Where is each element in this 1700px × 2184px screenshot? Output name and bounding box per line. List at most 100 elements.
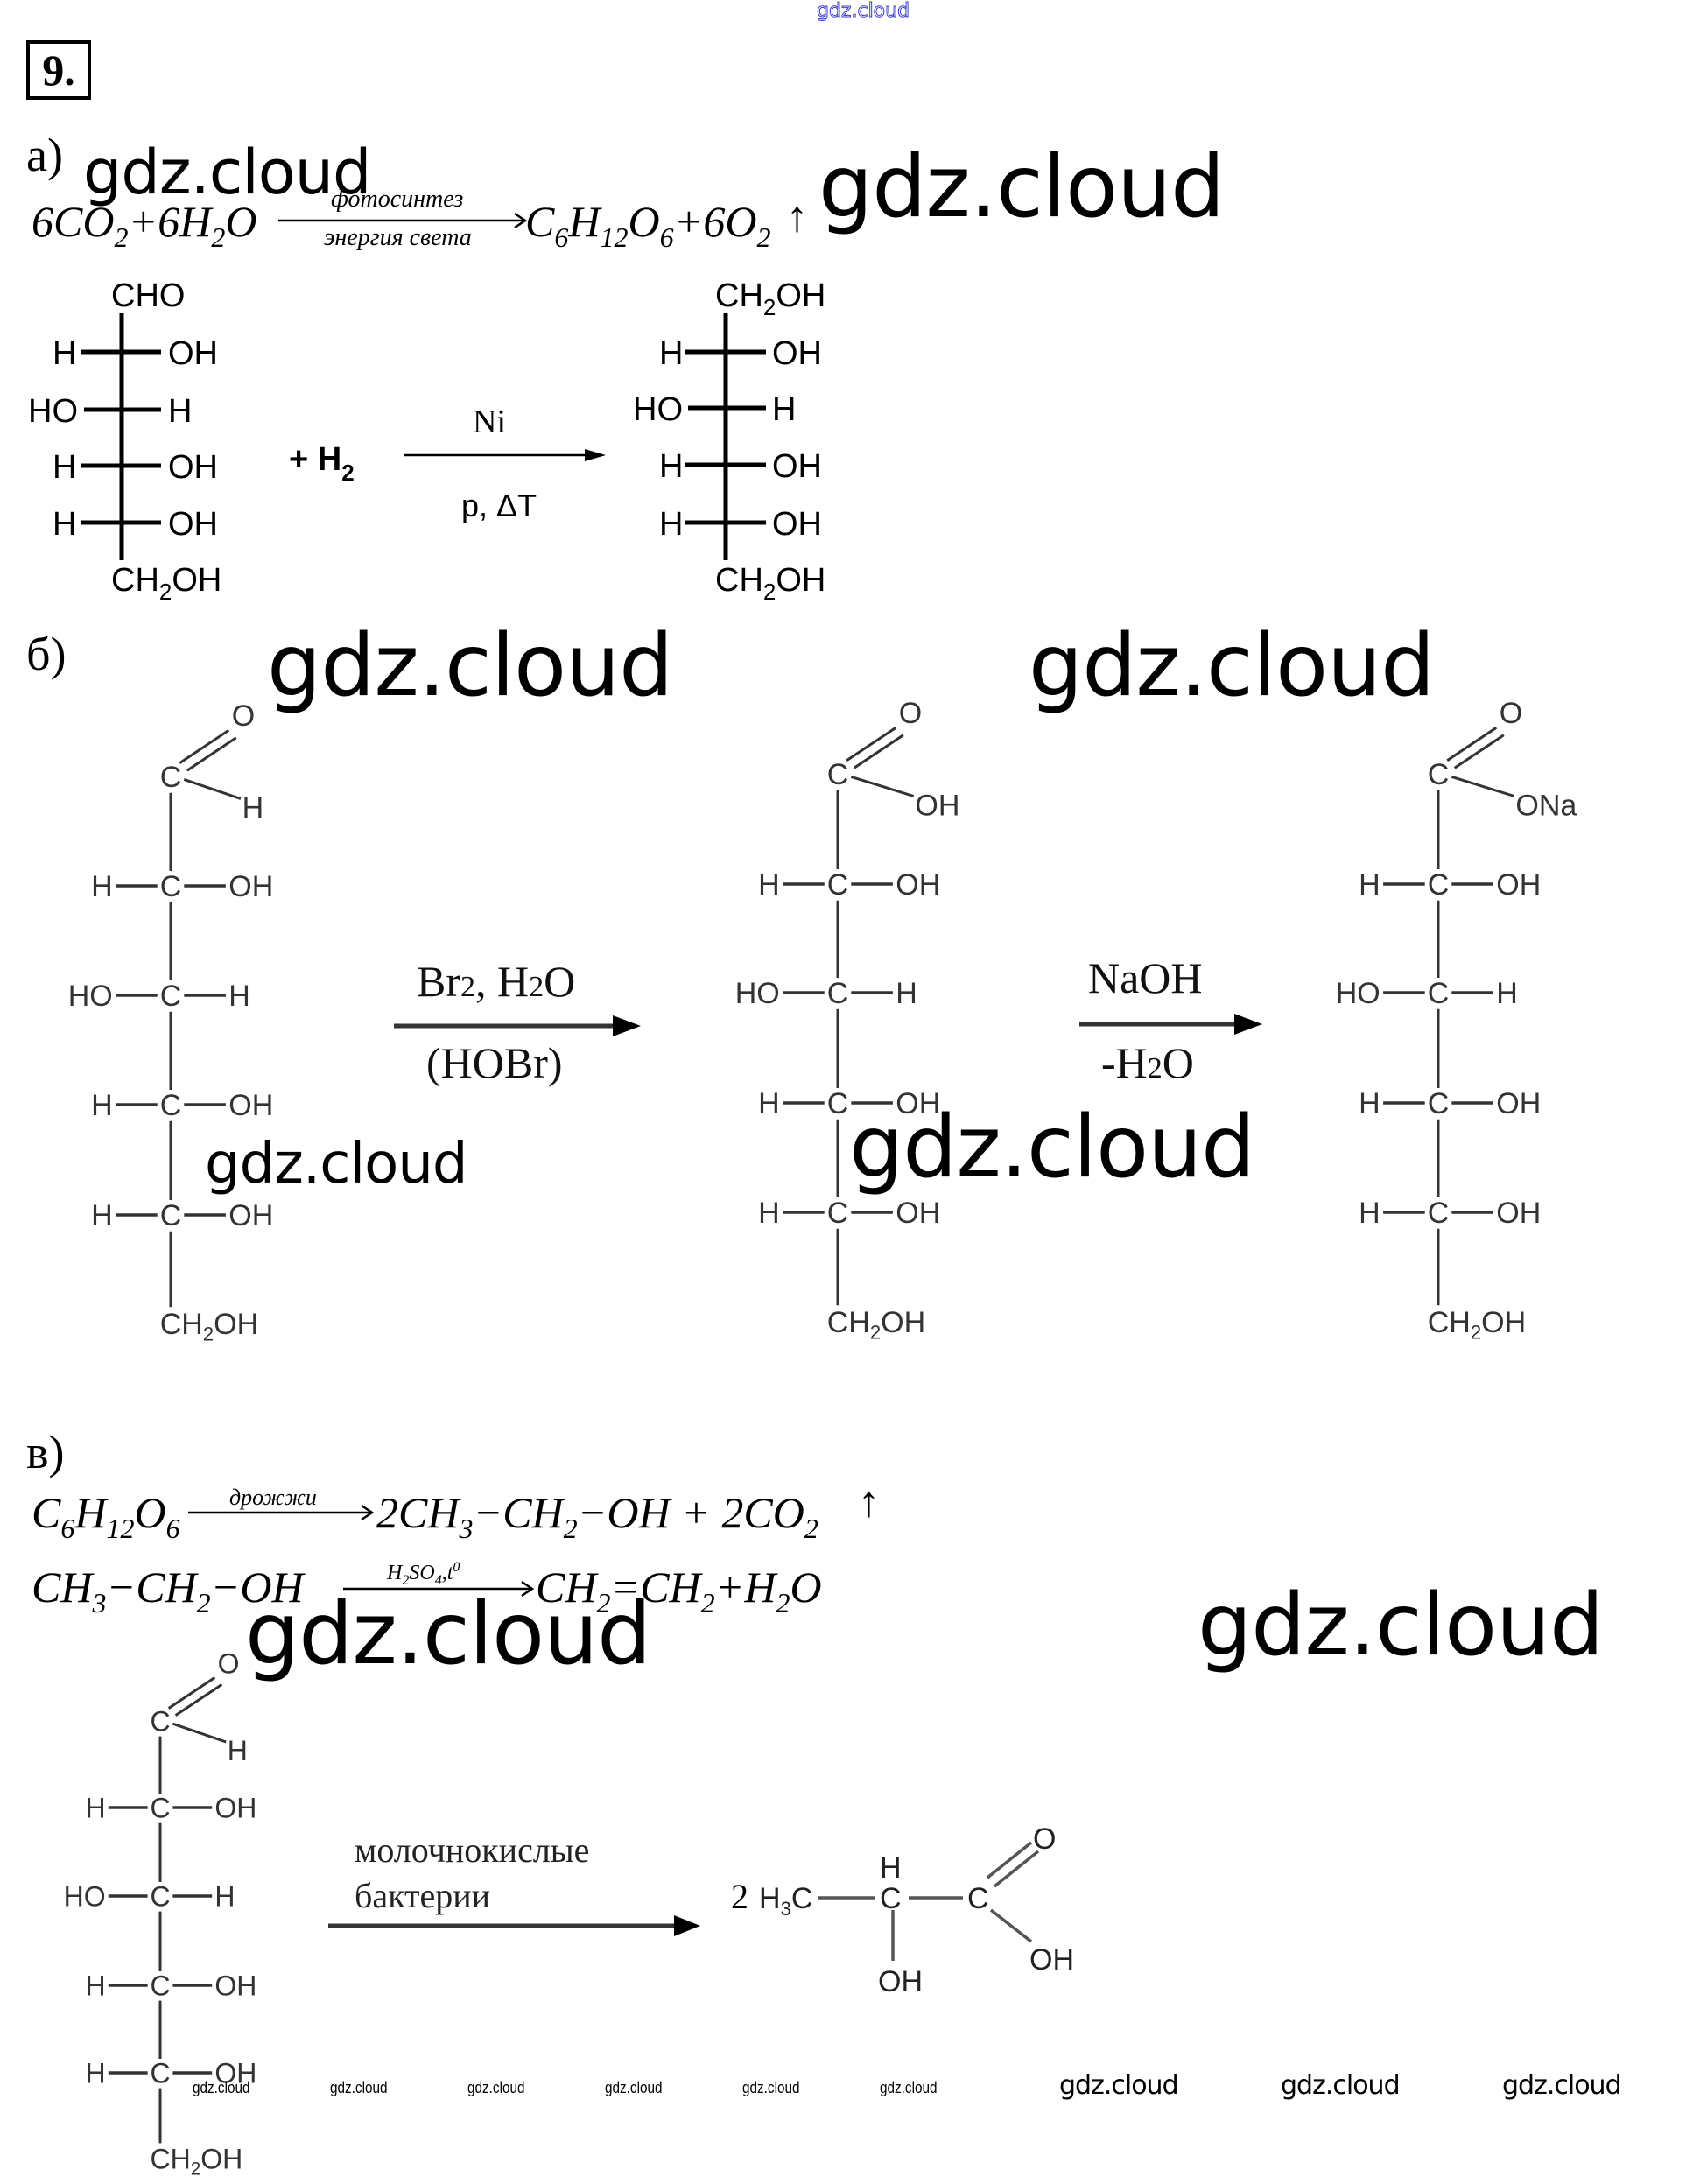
hydrogen-reagent: + H2 <box>289 441 355 486</box>
sorbitol-right: H <box>772 391 796 428</box>
carbon-label: C <box>827 868 849 902</box>
glucose-left: H <box>53 506 76 543</box>
watermark: gdz.cloud <box>83 137 371 208</box>
head-group-label: ONa <box>1515 790 1577 823</box>
carbon-label: C <box>827 1087 849 1120</box>
single-bond <box>1451 775 1515 797</box>
carbon-label: C <box>150 1970 170 2002</box>
substituent-right: H <box>896 977 917 1010</box>
bottom-group-label: CH2OH <box>150 2144 242 2180</box>
oxygen-label: O <box>232 699 255 733</box>
dehydration-reactant: CH3−CH2−OH <box>32 1563 304 1619</box>
carbon-label: C <box>1428 758 1450 791</box>
carbon-label: C <box>160 980 182 1013</box>
substituent-right: OH <box>228 1199 273 1232</box>
lactic-oh-bottom: OH <box>878 1965 923 1998</box>
dehydration-condition: H2SO4,t0 <box>387 1560 460 1588</box>
watermark: gdz.cloud <box>205 1132 467 1197</box>
watermark: gdz.cloud <box>1281 2070 1401 2101</box>
substituent-left: H <box>758 1087 780 1120</box>
carbon-label: C <box>1428 868 1450 902</box>
sorbitol-right: OH <box>772 448 822 485</box>
carbon-label: C <box>827 977 849 1010</box>
glucose-top: CHO <box>111 277 185 314</box>
photosynthesis-arrow <box>278 212 528 229</box>
substituent-right: OH <box>896 1087 940 1120</box>
double-bond <box>167 1676 216 1710</box>
head-group-label: H <box>228 1735 248 1766</box>
part-c-label: в) <box>26 1426 65 1478</box>
glucose-bottom: CH2OH <box>111 562 221 605</box>
carbon-label: C <box>150 1793 170 1824</box>
substituent-left: H <box>91 870 113 903</box>
carbon-label: C <box>827 758 849 791</box>
carbon-label: C <box>160 761 182 794</box>
head-group-label: OH <box>915 790 959 823</box>
watermark: gdz.cloud <box>742 2079 800 2096</box>
watermark: gdz.cloud <box>818 137 1225 237</box>
carbon-label: C <box>827 1197 849 1230</box>
watermark: gdz.cloud <box>880 2079 938 2096</box>
lactic-ch3: H3C <box>759 1882 812 1920</box>
sorbitol-right: OH <box>772 506 822 543</box>
carbon-label: C <box>160 870 182 903</box>
bottom-group-label: CH2OH <box>160 1308 258 1345</box>
double-bond <box>186 736 237 772</box>
part-a-label: а) <box>26 129 63 181</box>
oxygen-label: O <box>218 1648 240 1680</box>
glucose-left: H <box>53 449 76 486</box>
lactic-c-carboxyl: C <box>967 1882 989 1915</box>
lactic-coefficient: 2 <box>731 1877 748 1916</box>
substituent-left: H <box>91 1089 113 1122</box>
sorbitol-left: H <box>659 335 683 372</box>
watermark: gdz.cloud <box>467 2079 525 2096</box>
oxidation-arrow <box>394 1015 641 1036</box>
bottom-group-label: CH2OH <box>1428 1306 1526 1343</box>
lactic-o: O <box>1033 1822 1056 1856</box>
carbon-label: C <box>1428 1197 1450 1230</box>
substituent-right: OH <box>896 1197 940 1230</box>
photosynthesis-reactants: 6CO2+6H2O <box>32 197 257 253</box>
watermark: gdz.cloud <box>1198 1576 1604 1675</box>
watermark: gdz.cloud <box>605 2079 663 2096</box>
oxygen-label: O <box>1500 697 1522 730</box>
substituent-left: H <box>1359 1087 1380 1120</box>
watermark: gdz.cloud <box>193 2079 250 2096</box>
double-bond <box>174 1683 223 1717</box>
substituent-left: H <box>1359 1197 1380 1230</box>
glucose-right: OH <box>168 449 218 486</box>
fermentation-reactant: C6H12O6 <box>32 1488 180 1544</box>
watermark: gdz.cloud <box>849 1098 1255 1197</box>
sorbitol-left: HO <box>633 391 683 428</box>
carbon-label: C <box>160 1089 182 1122</box>
oxygen-label: O <box>899 697 922 730</box>
part-b-label: б) <box>26 628 67 680</box>
fermentation-product: 2CH3−CH2−OH + 2CO2 <box>376 1488 818 1544</box>
glucose-right: OH <box>168 335 218 372</box>
substituent-left: H <box>85 1793 105 1824</box>
lactic-h: H <box>880 1851 902 1885</box>
dehydration-product: CH2=CH2+H2O <box>536 1563 822 1619</box>
neutralization-condition-top: NaOH <box>1088 953 1203 1002</box>
lactic-condition-line2: бактерии <box>355 1876 491 1915</box>
carbon-label: C <box>150 1881 170 1913</box>
substituent-left: HO <box>735 977 780 1010</box>
gas-arrow-icon: ↑ <box>786 192 808 241</box>
substituent-right: OH <box>1496 1087 1541 1120</box>
conditions-label: p, ΔT <box>461 488 537 523</box>
substituent-left: HO <box>68 980 113 1013</box>
sorbitol-top: CH2OH <box>715 277 825 320</box>
watermark: gdz.cloud <box>267 616 673 716</box>
photosynthesis-products: C6H12O6+6O2 <box>525 197 771 253</box>
sorbitol-bottom: CH2OH <box>715 562 825 605</box>
double-bond <box>179 729 230 764</box>
substituent-right: H <box>1496 977 1518 1010</box>
lactic-oh-right: OH <box>1029 1943 1074 1977</box>
substituent-right: OH <box>214 1793 256 1824</box>
substituent-left: H <box>758 1197 780 1230</box>
glucose-right: OH <box>168 506 218 543</box>
